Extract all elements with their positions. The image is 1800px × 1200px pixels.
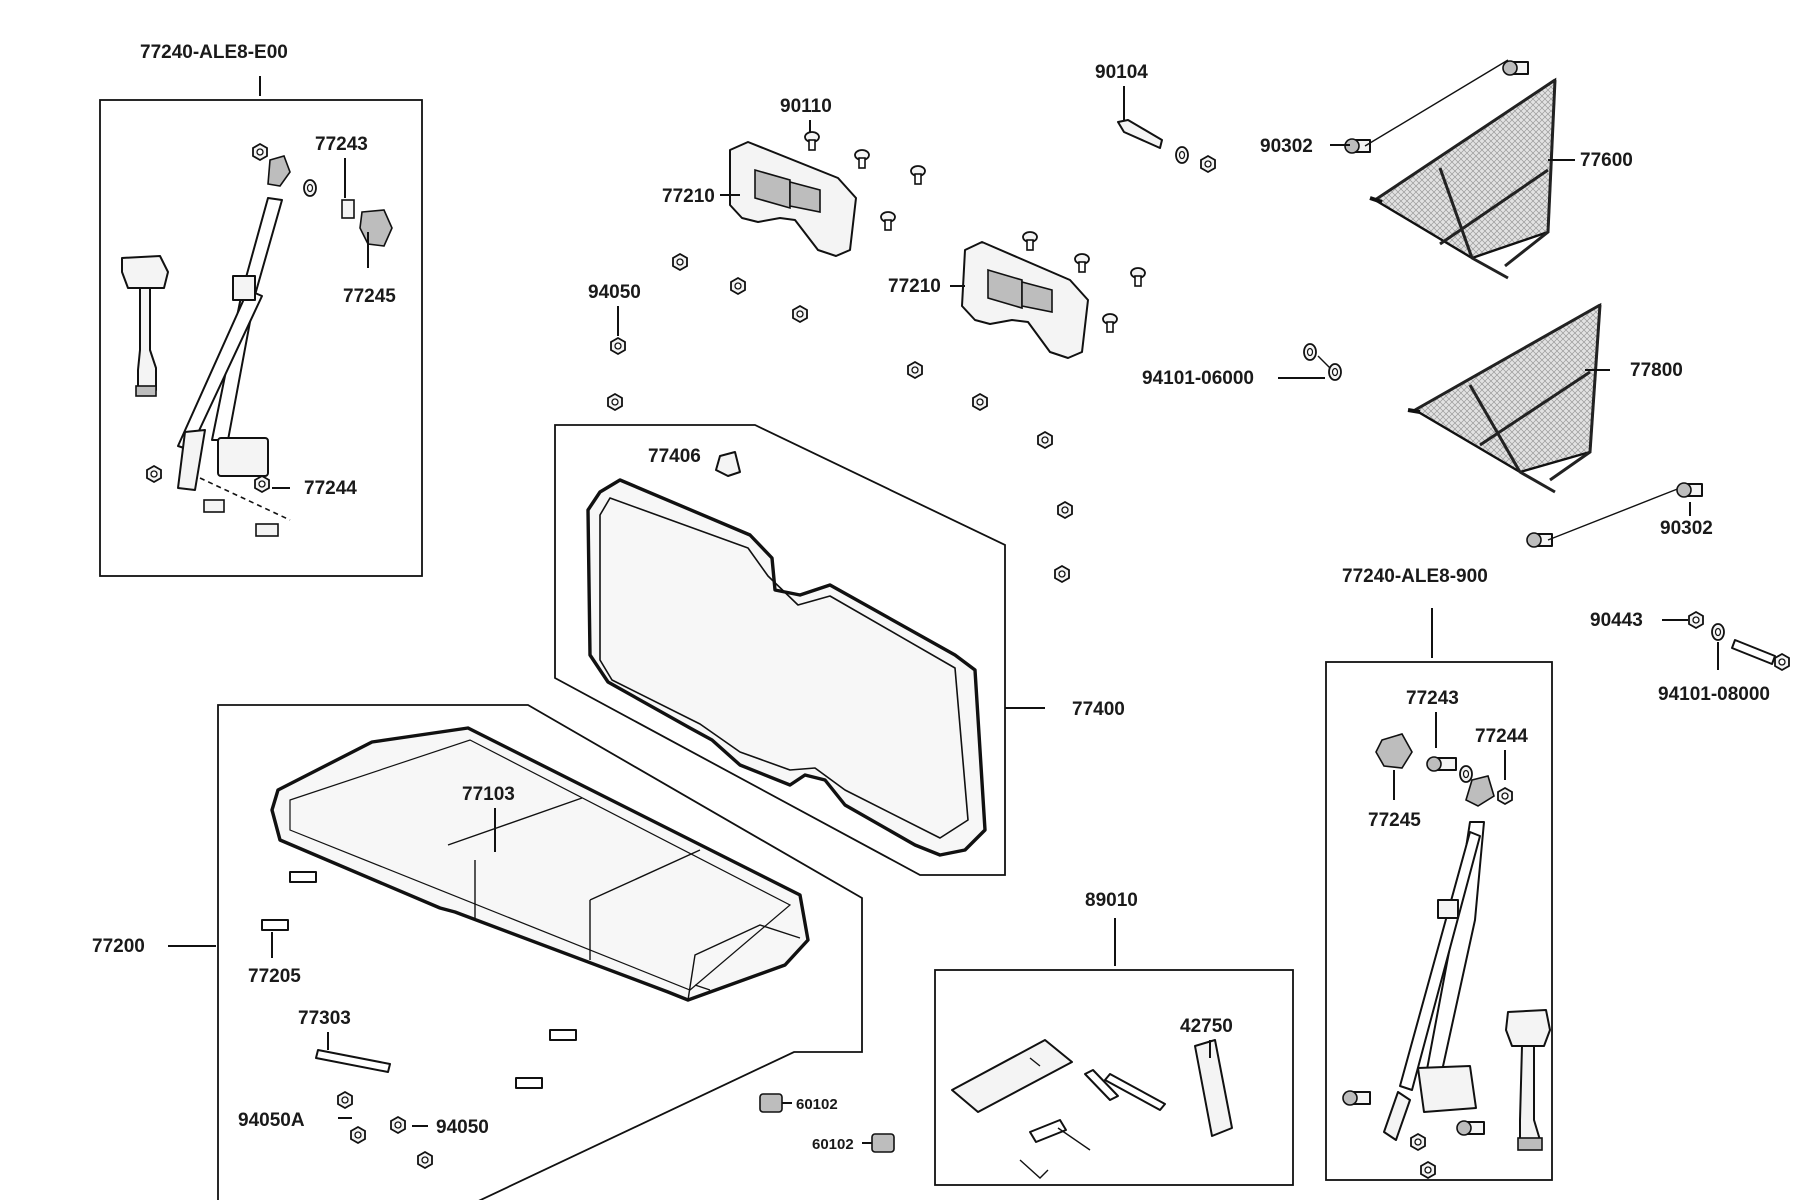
label-77600: 77600 <box>1580 150 1633 171</box>
fasteners-right: 90443 94101-08000 <box>1590 610 1790 705</box>
label-94050-top: 94050 <box>588 282 641 303</box>
label-90104: 90104 <box>1095 62 1148 83</box>
bolt-icon-2 <box>1731 639 1776 665</box>
label-42750: 42750 <box>1180 1016 1233 1037</box>
label-77103: 77103 <box>462 784 515 805</box>
label-77243-left: 77243 <box>315 134 368 155</box>
tool-kit-icon <box>951 1039 1233 1179</box>
headrest-group: 90110 77210 77210 94050 <box>588 96 1146 583</box>
label-89010: 89010 <box>1085 890 1138 911</box>
seat-cushion-frame <box>217 704 863 1200</box>
label-77200: 77200 <box>92 936 145 957</box>
tool-kit-group: 89010 42750 <box>934 890 1294 1186</box>
net-panel-77600: 90302 77600 <box>1260 59 1633 280</box>
kit-left-label: 77240-ALE8-E00 <box>140 42 288 63</box>
label-77210-a: 77210 <box>662 186 715 207</box>
part-77245-cover <box>359 209 393 247</box>
label-90443: 90443 <box>1590 610 1643 631</box>
label-90302-top: 90302 <box>1260 136 1313 157</box>
label-60102-a: 60102 <box>796 1096 838 1113</box>
label-77205: 77205 <box>248 966 301 987</box>
seat-back-group: 77406 77400 <box>554 424 1125 876</box>
kit-left-frame <box>99 99 423 577</box>
clip-77205 <box>261 871 577 1089</box>
kit-right-label: 77240-ALE8-900 <box>1342 566 1488 587</box>
label-94101-08000: 94101-08000 <box>1658 684 1770 705</box>
label-77303: 77303 <box>298 1008 351 1029</box>
bumper-60102-a <box>759 1093 783 1113</box>
washer-94101-06000: 94101-06000 <box>1142 343 1342 389</box>
label-77400: 77400 <box>1072 699 1125 720</box>
seat-belt-kit-left: 77240-ALE8-E00 77243 <box>99 42 423 577</box>
label-60102-b: 60102 <box>812 1136 854 1153</box>
seat-back-frame <box>554 424 1006 876</box>
tool-kit-frame <box>934 969 1294 1186</box>
net-panel-icon <box>1369 77 1557 280</box>
seat-back-icon <box>586 478 987 857</box>
seat-belt-icon <box>121 155 291 521</box>
net-panel-77800: 77800 90302 <box>1407 302 1713 548</box>
label-94050A: 94050A <box>238 1110 305 1131</box>
label-90110: 90110 <box>780 96 832 117</box>
bracket-77303 <box>315 1049 391 1073</box>
label-77244-left: 77244 <box>304 478 357 499</box>
headrest-icon <box>729 141 857 257</box>
seat-belt-kit-right: 77240-ALE8-900 77243 77244 77245 <box>1325 566 1553 1181</box>
label-77245-left: 77245 <box>343 286 396 307</box>
kit-right-frame <box>1325 661 1553 1181</box>
label-77244-right: 77244 <box>1475 726 1528 747</box>
net-panel-icon-2 <box>1407 302 1602 494</box>
label-77800: 77800 <box>1630 360 1683 381</box>
label-77243-right: 77243 <box>1406 688 1459 709</box>
label-77406: 77406 <box>648 446 701 467</box>
part-77245-cover-right <box>1375 733 1413 769</box>
bolt-icon <box>1117 119 1163 149</box>
bolt-90104: 90104 <box>1095 62 1216 173</box>
seat-cushion-icon <box>270 726 810 1002</box>
label-94050-bottom: 94050 <box>436 1117 489 1138</box>
label-77245-right: 77245 <box>1368 810 1421 831</box>
headrest-icon-2 <box>961 241 1089 359</box>
clip-77406 <box>715 451 741 477</box>
seat-belt-icon-right <box>1383 821 1551 1151</box>
label-77210-b: 77210 <box>888 276 941 297</box>
bumper-60102-b <box>871 1133 895 1153</box>
seat-cushion-group: 77103 77200 77205 77303 94050A 94050 601… <box>92 704 895 1200</box>
label-90302-bottom: 90302 <box>1660 518 1713 539</box>
label-94101-06000: 94101-06000 <box>1142 368 1254 389</box>
